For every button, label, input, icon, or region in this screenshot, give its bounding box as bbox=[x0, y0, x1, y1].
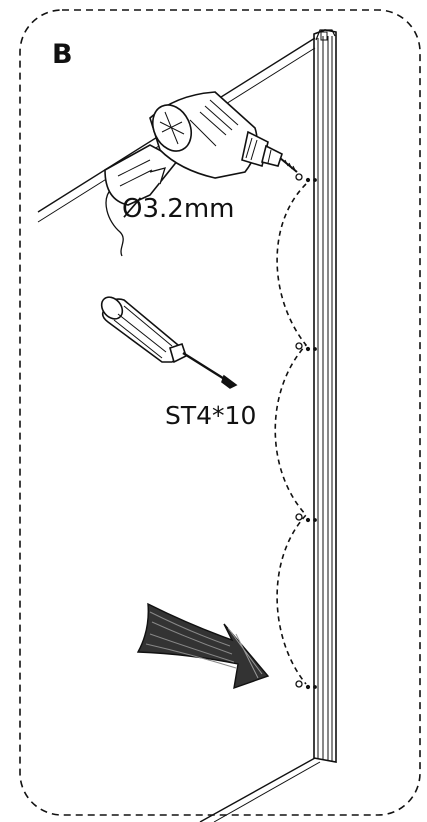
wall-profile bbox=[313, 29, 337, 763]
dashed-guide-curve bbox=[274, 183, 308, 685]
panel-bottom-edge bbox=[199, 757, 316, 822]
screw-hole-4 bbox=[295, 680, 317, 690]
drill-bit-size-label: Ø3.2mm bbox=[122, 194, 234, 224]
step-label: B bbox=[52, 39, 73, 70]
screw-size-label: ST4*10 bbox=[165, 401, 256, 430]
screw-hole-2 bbox=[295, 342, 317, 352]
screwdriver-icon bbox=[100, 296, 238, 389]
screw-hole-3 bbox=[295, 513, 317, 523]
screw-hole-1 bbox=[295, 173, 317, 183]
drill-icon bbox=[104, 91, 298, 257]
arrow-icon bbox=[136, 602, 270, 690]
dashed-frame bbox=[19, 9, 421, 816]
screw-holes bbox=[295, 173, 317, 690]
